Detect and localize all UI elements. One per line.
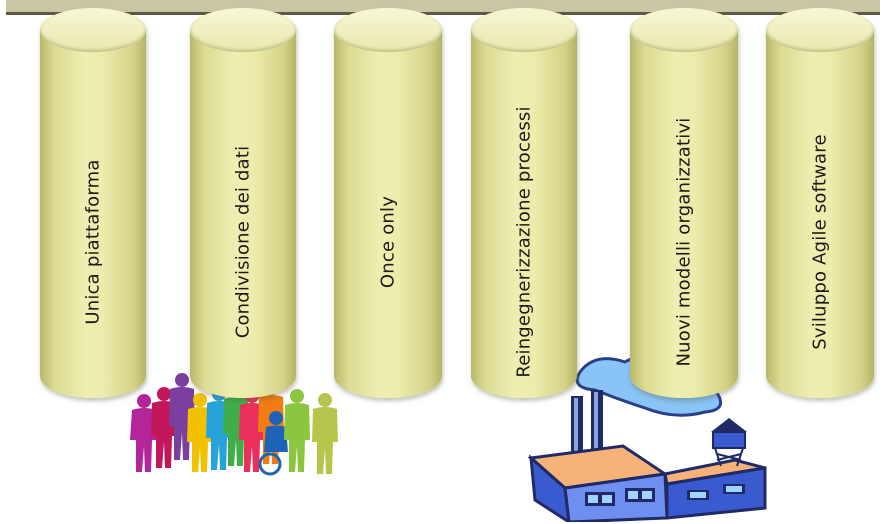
pillar-unica-piattaforma: Unica piattaforma — [40, 8, 146, 398]
pillar-once-only: Once only — [334, 8, 442, 398]
pillar-label: Unica piattaforma — [82, 159, 104, 325]
pillar-label: Reingegnerizzazione processi — [513, 106, 535, 378]
pillar-label: Nuovi modelli organizzativi — [673, 117, 695, 367]
pillar-cap — [471, 8, 577, 52]
pillar-sviluppo-agile-software: Sviluppo Agile software — [766, 8, 874, 398]
pillar-condivisione-dei-dati: Condivisione dei dati — [190, 8, 296, 398]
pillar-cap — [334, 8, 442, 52]
people-crowd-icon — [130, 373, 338, 476]
pillar-reingegnerizzazione-processi: Reingegnerizzazione processi — [471, 8, 577, 398]
pillar-label: Once only — [377, 195, 399, 289]
top-bar — [6, 0, 880, 15]
pillar-cap — [190, 8, 296, 52]
pillar-cap — [40, 8, 146, 52]
pillar-label: Sviluppo Agile software — [809, 134, 831, 350]
pillar-cap — [766, 8, 874, 52]
pillar-label: Condivisione dei dati — [232, 145, 254, 339]
pillar-cap — [630, 8, 738, 52]
pillar-nuovi-modelli-organizzativi: Nuovi modelli organizzativi — [630, 8, 738, 398]
